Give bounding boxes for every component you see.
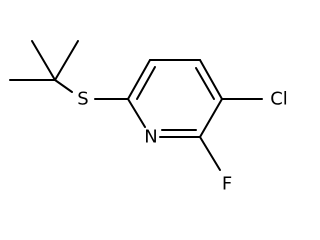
bond-ring-c3-c2 bbox=[199, 98, 223, 138]
sulfur-atom-label: S bbox=[77, 89, 88, 110]
chlorine-atom-label: Cl bbox=[270, 89, 288, 110]
bond-ring-c6-c5-inner bbox=[136, 66, 156, 100]
bond-ring-fluorine bbox=[199, 136, 221, 171]
bond-quaternary-carbon-methyl-right bbox=[54, 40, 79, 81]
bond-quaternary-carbon-methyl-top bbox=[31, 40, 56, 81]
bond-ring-c4-c3 bbox=[199, 59, 223, 100]
fluorine-atom-label: F bbox=[222, 174, 232, 195]
bond-ring-c6-c5 bbox=[127, 59, 151, 100]
molecule-structure: S N Cl F bbox=[9, 40, 288, 195]
nitrogen-atom-label: N bbox=[144, 127, 157, 148]
bond-ring-c4-c3-inner bbox=[195, 67, 215, 100]
bond-quaternary-carbon-sulfur bbox=[54, 79, 73, 93]
bond-ring-n1-c6 bbox=[127, 98, 146, 128]
